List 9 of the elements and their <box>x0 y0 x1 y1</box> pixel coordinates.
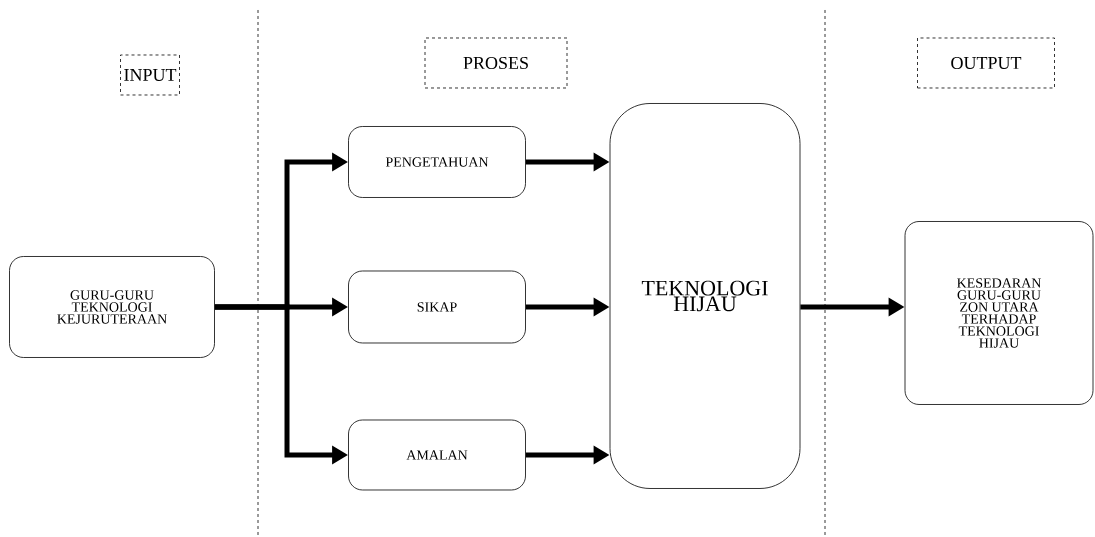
process-box: PENGETAHUAN <box>348 126 526 198</box>
process-box: AMALAN <box>348 419 526 491</box>
stage-heading: INPUT <box>120 54 180 96</box>
process-box: SIKAP <box>348 270 526 344</box>
process-box: GURU-GURU TEKNOLOGI KEJURUTERAAN <box>9 256 215 358</box>
stage-heading: PROSES <box>424 37 568 89</box>
process-box: KESEDARAN GURU-GURU ZON UTARA TERHADAP TEKNOLOGI HIJAU <box>904 221 1094 405</box>
process-box: TEKNOLOGI HIJAU <box>609 103 801 489</box>
stage-heading: OUTPUT <box>917 37 1055 89</box>
